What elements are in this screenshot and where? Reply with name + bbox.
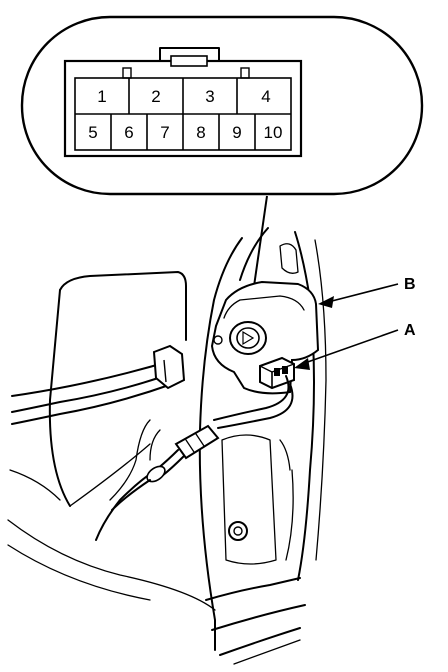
- pin-1-label: 1: [97, 87, 106, 106]
- door-panel-illustration: [7, 227, 327, 665]
- callout-b-leader: [318, 283, 399, 308]
- pin-3-label: 3: [205, 87, 214, 106]
- callout-a-label: A: [404, 322, 416, 339]
- callout-a-leader: [294, 329, 399, 370]
- pin-10-label: 10: [264, 123, 283, 142]
- pin-7-label: 7: [160, 123, 169, 142]
- switch-connector-plug: [259, 356, 295, 390]
- connector-face: [63, 47, 303, 158]
- connector-detail-bubble: 1 2 3 4 5 6 7 8 9 10: [20, 15, 424, 196]
- pin-8-label: 8: [196, 123, 205, 142]
- pin-6-label: 6: [124, 123, 133, 142]
- pin-9-label: 9: [232, 123, 241, 142]
- pin-2-label: 2: [151, 87, 160, 106]
- pin-4-label: 4: [261, 87, 270, 106]
- callout-b-label: B: [404, 276, 416, 293]
- wire-harness: [11, 344, 294, 541]
- pin-5-label: 5: [88, 123, 97, 142]
